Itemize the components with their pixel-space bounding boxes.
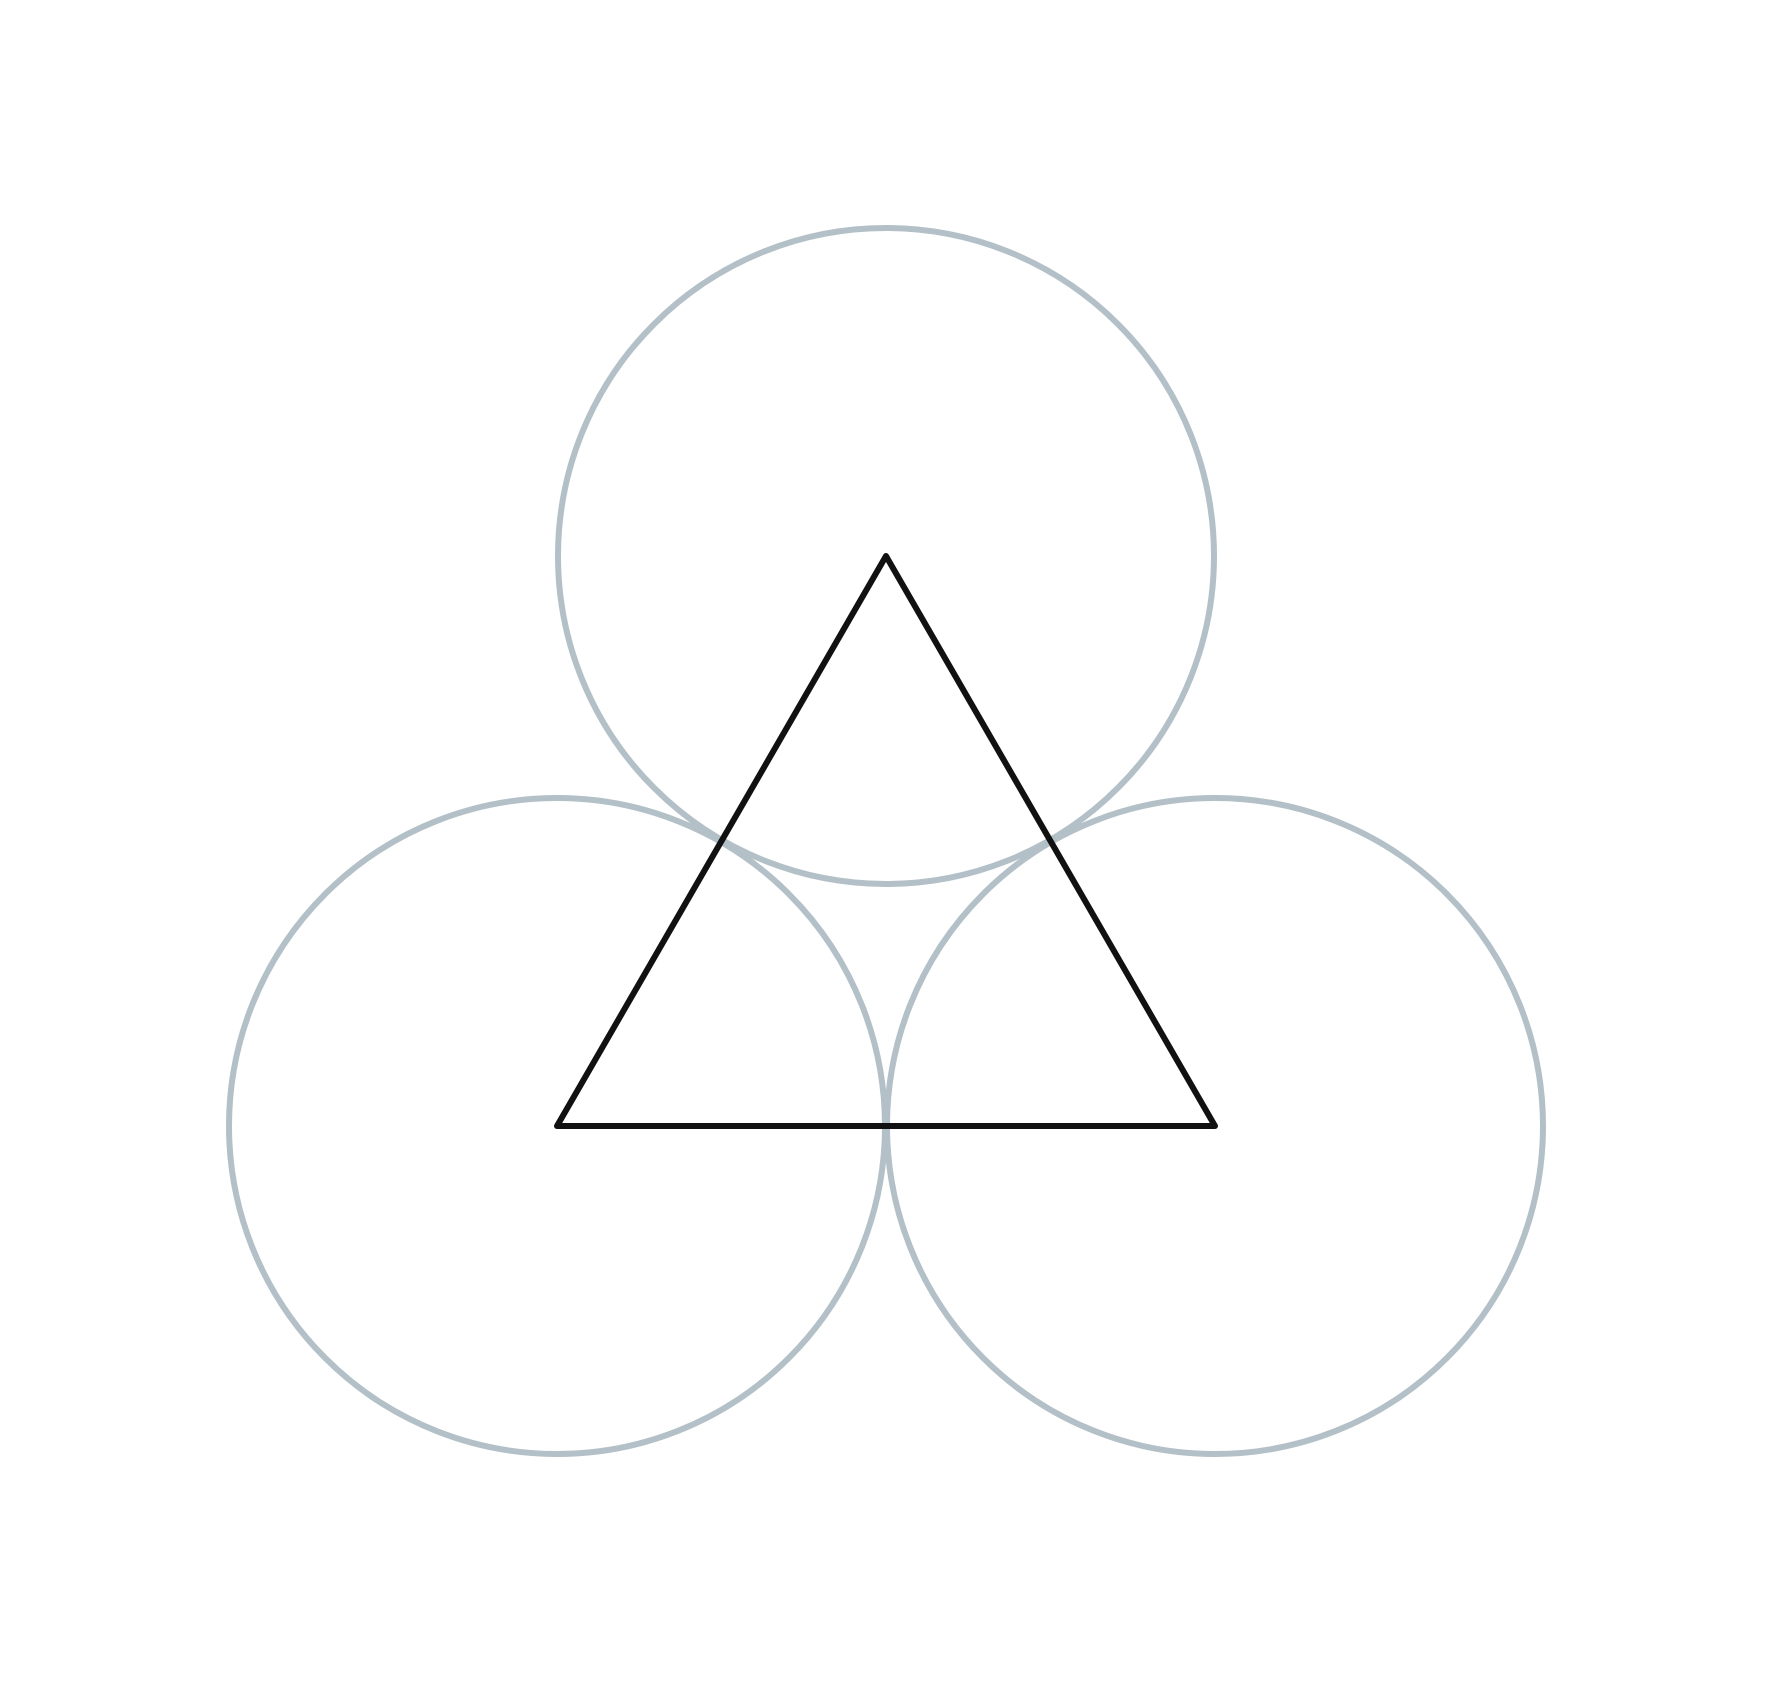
circle-top xyxy=(555,225,1217,887)
triangle-group xyxy=(554,553,1218,1129)
triangle-outline xyxy=(554,553,1218,1129)
